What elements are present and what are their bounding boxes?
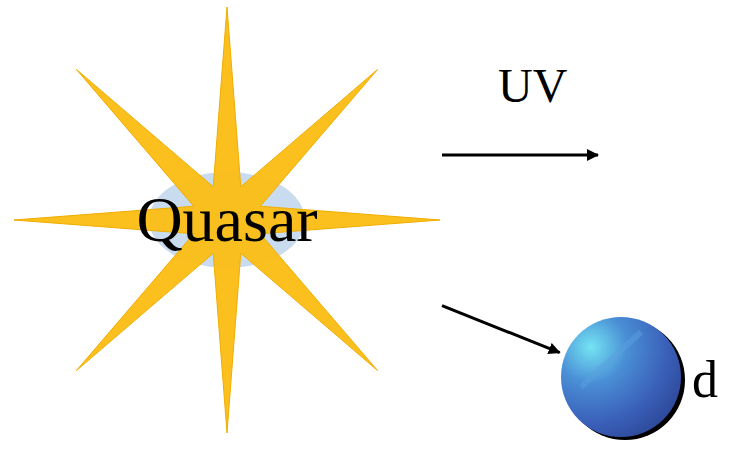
- arrow-connector: [442, 306, 560, 353]
- sphere-shape: [556, 312, 686, 442]
- star-outline: [14, 7, 440, 433]
- radiation-label: UV: [498, 62, 567, 110]
- node-title: Quasar: [136, 188, 317, 252]
- sphere-body: [561, 317, 681, 437]
- quasar-star: Quasar: [12, 0, 442, 440]
- node-side-label: d: [692, 354, 718, 406]
- uv-arrow: [442, 154, 598, 157]
- sphere-sheen: [581, 332, 641, 387]
- dust-sphere: d: [556, 312, 686, 442]
